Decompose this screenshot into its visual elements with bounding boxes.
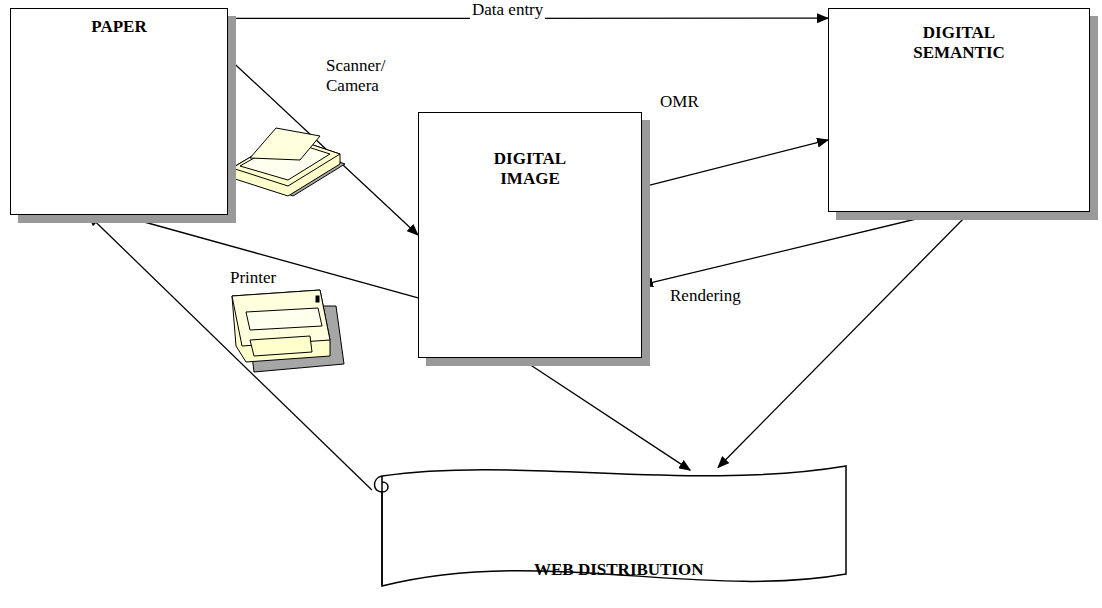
semantic-box: DIGITAL SEMANTIC [828,8,1090,212]
flow-arrow [88,215,371,490]
flow-arrow [520,358,690,470]
edge-label: Rendering [668,286,743,306]
edge-label: OMR [658,92,701,112]
scanner-symbol [232,128,345,196]
flow-arrow [119,215,418,298]
edge-label: Data entry [470,0,545,20]
web-banner: WEB DISTRIBUTION [370,462,850,598]
flow-arrow [642,140,828,187]
image-box: DIGITAL IMAGE [418,112,642,358]
printer-symbol [232,290,344,372]
paper-box: PAPER [10,8,228,215]
device-label: Scanner/ Camera [324,56,408,96]
flow-arrow [718,212,970,467]
node-title: DIGITAL IMAGE [475,149,585,189]
node-title: PAPER [24,17,214,37]
node-title: DIGITAL SEMANTIC [894,23,1024,63]
flow-arrow [642,212,945,285]
node-title: WEB DISTRIBUTION [534,560,704,580]
device-label: Printer [228,268,278,288]
